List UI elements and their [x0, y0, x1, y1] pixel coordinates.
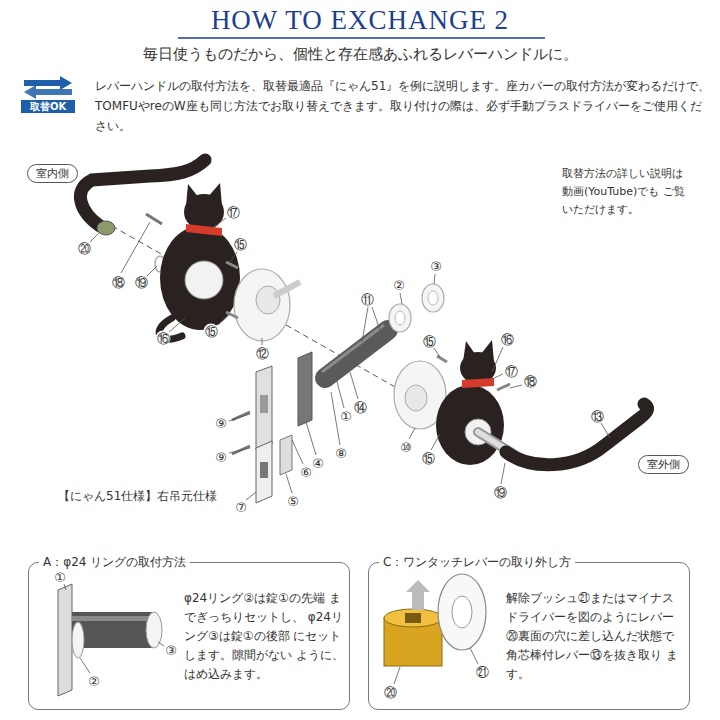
callout-number: ⑩ [399, 440, 413, 455]
callout-number: ⑱ [111, 275, 126, 290]
callout-number: ⑮ [204, 324, 219, 339]
callout-number: ⑮ [233, 237, 248, 252]
badge-text: 取替OK [21, 100, 75, 113]
callout-number: ⑰ [504, 364, 519, 379]
callout-number: ⑱ [523, 374, 538, 389]
callout-number: ⑪ [360, 292, 375, 307]
callout-number: ⑳ [383, 685, 398, 700]
intro-note: レバーハンドルの取付方法を、取替最適品『にゃん51』を例に説明します。座カバーの… [95, 76, 713, 136]
callout-number: ③ [164, 643, 178, 658]
callout-number: ⑫ [255, 346, 270, 361]
callout-number: ① [53, 570, 67, 585]
callout-number: ⑮ [421, 451, 436, 466]
callout-number: ① [339, 409, 353, 424]
instruction-box: A：φ24 リングの取付方法φ24リング②は錠①の先端 までぎっちりセットし、 … [28, 562, 350, 710]
spec-note: 【にゃん51仕様】右吊元仕様 [58, 488, 217, 504]
callout-number: ⑤ [286, 494, 300, 509]
box-body: 解除ブッシュ㉑またはマイナス ドライバーを図のようにレバー ⑳裏面の穴に差し込ん… [506, 589, 681, 684]
callout-number: ⑯ [500, 332, 515, 347]
callout-number: ③ [429, 259, 443, 274]
callout-number: ② [87, 674, 101, 689]
callout-number: ⑬ [590, 409, 605, 424]
callout-number: ⑨ [214, 450, 228, 465]
side-label-pill: 室外側 [638, 455, 689, 474]
callout-number: ② [392, 278, 406, 293]
callout-number: ⑭ [353, 400, 368, 415]
side-label-pill: 室内側 [27, 164, 78, 183]
box-body: φ24リング②は錠①の先端 までぎっちりセットし、 φ24リング③は錠①の後部 … [184, 589, 346, 684]
pill-text: 室外側 [647, 457, 680, 472]
callout-number: ⑲ [493, 485, 508, 500]
subtitle: 毎日使うものだから、個性と存在感あふれるレバーハンドルに。 [0, 44, 720, 64]
callout-number: ⑧ [334, 446, 348, 461]
callout-number: ⑮ [422, 334, 437, 349]
callout-number: ④ [311, 456, 325, 471]
box-heading: C：ワンタッチレバーの取り外し方 [379, 553, 575, 571]
box-heading: A：φ24 リングの取付方法 [39, 553, 190, 571]
video-note: 取替方法の詳しい説明は 動画(YouTube)でも ご覧いただけます。 [562, 165, 694, 219]
callout-number: ⑦ [234, 500, 248, 515]
instruction-box: C：ワンタッチレバーの取り外し方解除ブッシュ㉑またはマイナス ドライバーを図のよ… [368, 562, 690, 710]
callout-number: ㉑ [475, 665, 490, 680]
callout-number: ⑰ [226, 205, 241, 220]
callout-number: ⑳ [77, 241, 92, 256]
page-title: HOW TO EXCHANGE 2 [0, 5, 720, 35]
callout-number: ⑥ [299, 465, 313, 480]
callout-number: ⑯ [156, 331, 171, 346]
pill-text: 室内側 [36, 166, 69, 181]
callout-number: ⑨ [214, 416, 228, 431]
callout-number: ⑲ [134, 275, 149, 290]
